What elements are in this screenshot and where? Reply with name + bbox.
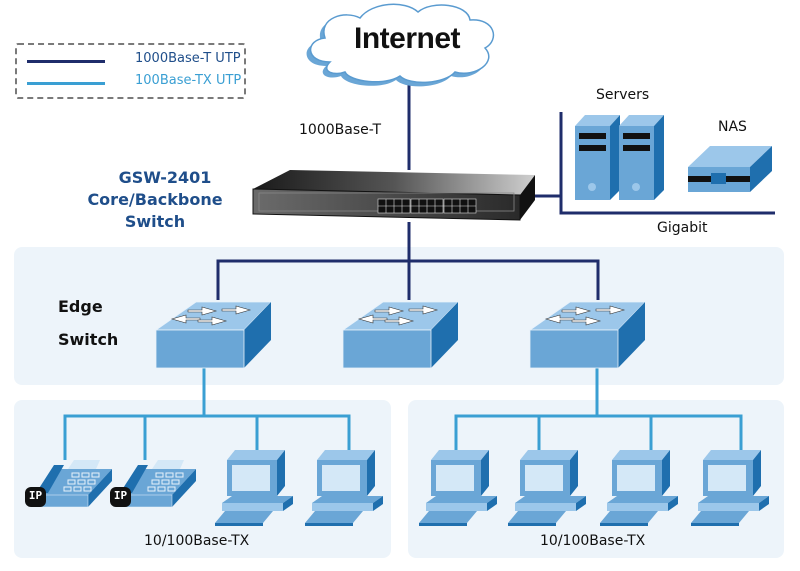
core-switch-model: GSW-2401: [118, 168, 212, 187]
edge-distribution-line: [216, 259, 600, 300]
legend-gigabit-swatch: [27, 60, 105, 63]
servers-label: Servers: [596, 87, 650, 103]
legend-fast-swatch: [27, 82, 105, 85]
uplink-speed-label: 1000Base-T: [299, 122, 382, 138]
edge-switch-label-line1: Edge: [58, 297, 103, 316]
server-icon: [575, 115, 620, 200]
left-group-bus: [63, 414, 351, 460]
core-switch-role-line1: Core/Backbone: [87, 190, 223, 209]
internet-label: Internet: [354, 22, 461, 55]
right-group-bus: [454, 414, 743, 450]
pc-right-1: [419, 450, 497, 526]
legend-fast-label: 100Base-TX UTP: [135, 73, 242, 88]
pc-left-1: [215, 450, 293, 526]
core-switch-role-line2: Switch: [124, 212, 186, 231]
legend-gigabit-label: 1000Base-T UTP: [135, 51, 241, 66]
right-group-label: 10/100Base-TX: [540, 533, 646, 549]
pc-left-2: [305, 450, 383, 526]
pc-right-2: [508, 450, 586, 526]
ip-badge-1: IP: [28, 489, 43, 502]
left-group-label: 10/100Base-TX: [144, 533, 250, 549]
nas-label: NAS: [718, 119, 747, 135]
pc-right-4: [691, 450, 769, 526]
server-icon: [619, 115, 664, 200]
pc-right-3: [600, 450, 678, 526]
ip-badge-bg-1: [25, 487, 46, 507]
ip-badge-bg-2: [110, 487, 131, 507]
legend: 1000Base-T UTP 100Base-TX UTP: [15, 43, 246, 99]
edge-switch-label-line2: Switch: [58, 330, 119, 349]
ip-badge-2: IP: [113, 489, 128, 502]
nas-icon: [688, 146, 772, 192]
gigabit-label: Gigabit: [657, 220, 708, 236]
